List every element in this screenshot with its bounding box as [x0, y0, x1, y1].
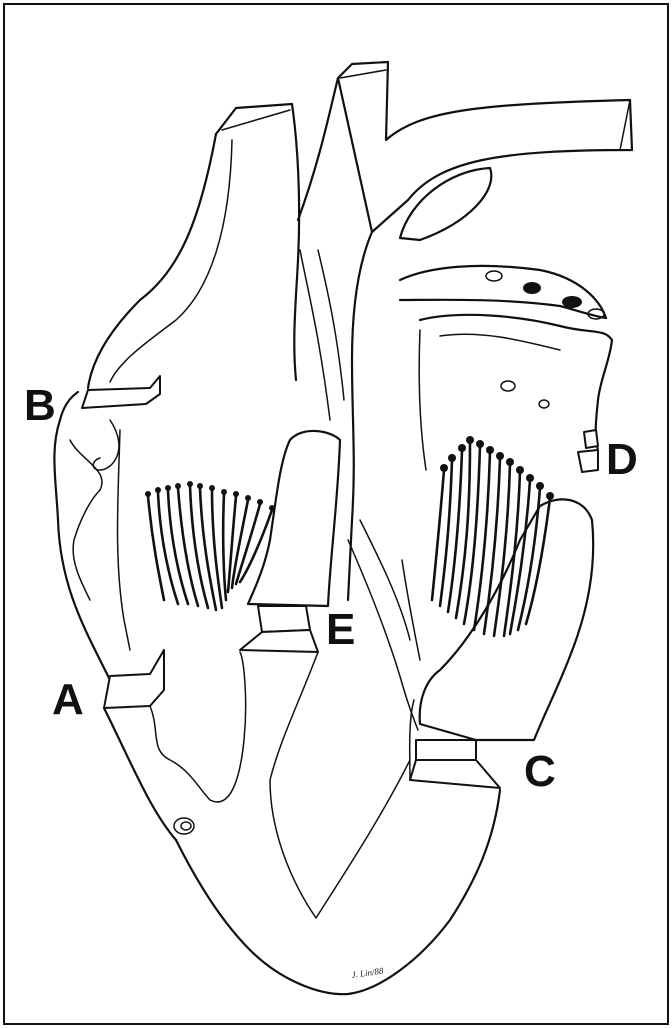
tricuspid-chordae [145, 481, 275, 610]
right-atrium [54, 376, 164, 708]
apex [176, 790, 500, 994]
cut-surface-c [416, 740, 476, 760]
septal-column [240, 431, 340, 652]
artist-signature: J. Lin/88 [351, 966, 385, 980]
cut-surface-b [82, 376, 160, 408]
aortic-arch [338, 62, 632, 240]
cut-surface-e [258, 606, 310, 632]
label-c: C [524, 747, 556, 796]
label-d: D [606, 435, 638, 484]
pulmonary-vein-opening [486, 271, 502, 281]
cut-surface-a [104, 650, 164, 708]
superior-vena-cava [88, 104, 299, 388]
cut-surface-d [584, 430, 598, 448]
label-b: B [24, 381, 56, 430]
left-atrium [400, 266, 612, 472]
label-a: A [52, 675, 84, 724]
label-e: E [326, 605, 355, 654]
left-ventricle [348, 499, 593, 788]
mitral-chordae [432, 436, 554, 636]
